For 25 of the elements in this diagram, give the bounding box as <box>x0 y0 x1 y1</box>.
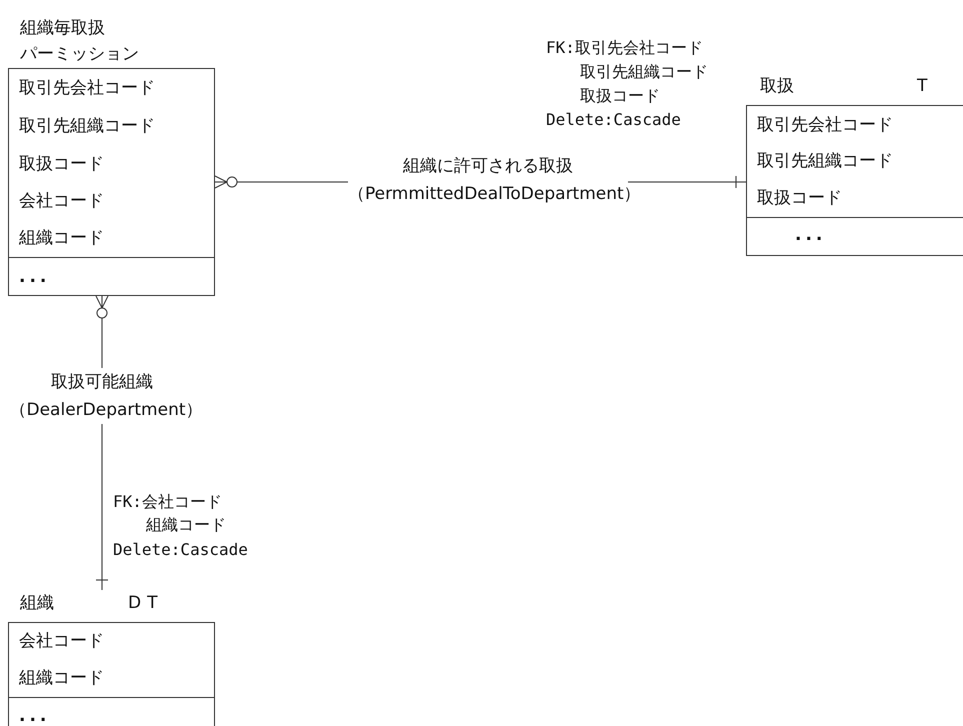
attribute-text: 会社コード <box>19 630 104 652</box>
entity-name: 組織毎取扱パーミッション <box>20 17 140 66</box>
foreign-key-note: 取扱コード <box>580 85 660 107</box>
attribute-text: 取引先組織コード <box>19 115 155 137</box>
attribute-text: 取扱コード <box>19 153 104 175</box>
entity-name: 取扱 <box>760 75 794 98</box>
attribute-text: 取引先会社コード <box>19 77 155 99</box>
attribute-text: 取扱コード <box>757 187 842 209</box>
ellipsis-text: ... <box>795 224 826 246</box>
foreign-key-note: 組織コード <box>146 514 226 536</box>
foreign-key-note: 取引先組織コード <box>580 61 708 83</box>
foreign-key-note: Delete:Cascade <box>546 109 681 131</box>
table-type-label: T <box>917 75 934 98</box>
attribute-text: 会社コード <box>19 190 104 212</box>
table-type-label: DT <box>128 592 164 615</box>
foreign-key-note: FK:取引先会社コード <box>546 37 703 59</box>
attribute-text: 取引先組織コード <box>757 150 893 172</box>
foreign-key-note: FK:会社コード <box>113 491 222 513</box>
attribute-text: 組織コード <box>19 667 104 689</box>
entity-name: 組織 <box>20 592 54 615</box>
ellipsis-text: ... <box>19 705 50 726</box>
attribute-text: 取引先会社コード <box>757 114 893 136</box>
foreign-key-note: Delete:Cascade <box>113 539 248 561</box>
ellipsis-text: ... <box>19 266 50 288</box>
attribute-text: 組織コード <box>19 227 104 249</box>
